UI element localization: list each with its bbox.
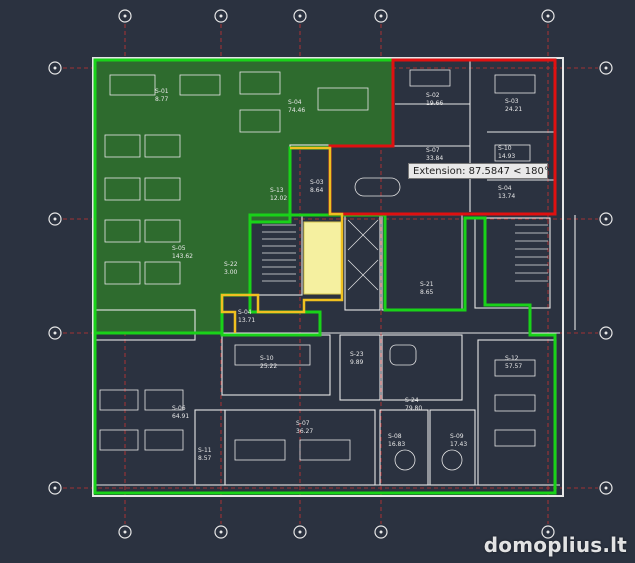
room-label-id: S-13 (270, 187, 284, 194)
selected-area-yellow-fill[interactable] (303, 221, 343, 295)
room-label-id: S-21 (420, 281, 434, 288)
room-label-id: S-04 (238, 309, 252, 316)
room-label-id: S-10 (260, 355, 274, 362)
room-label-area: 8.77 (155, 96, 169, 103)
room-label-id: S-24 (405, 397, 419, 404)
room-label-id: S-10 (498, 145, 512, 152)
yellow-boundary (220, 146, 344, 333)
stairs (262, 219, 548, 291)
grid-bubbles (48, 9, 613, 539)
room-label-area: 8.64 (310, 187, 324, 194)
selected-area-green-fill[interactable] (95, 60, 393, 333)
room-label-id: S-07 (296, 420, 310, 427)
room-label-area: 74.46 (288, 107, 305, 114)
room-label-id: S-06 (172, 405, 186, 412)
room-label-area: 16.83 (388, 441, 405, 448)
room-labels: S-01 8.77 S-02 19.66 S-03 24.21 S-04 74.… (155, 88, 522, 462)
green-boundary-main (93, 213, 557, 495)
room-label-area: 3.00 (224, 269, 238, 276)
room-label-area: 8.65 (420, 289, 434, 296)
room-label-id: S-09 (450, 433, 464, 440)
room-label-area: 33.84 (426, 155, 443, 162)
room-label-id: S-05 (172, 245, 186, 252)
room-label-area: 19.66 (426, 100, 443, 107)
room-label-area: 14.93 (498, 153, 515, 160)
room-label-area: 36.27 (296, 428, 313, 435)
room-label-id: S-02 (426, 92, 440, 99)
room-label-id: S-11 (198, 447, 212, 454)
room-label-id: S-03 (310, 179, 324, 186)
room-label-area: 9.89 (350, 359, 364, 366)
room-label-id: S-22 (224, 261, 238, 268)
room-label-area: 8.57 (198, 455, 212, 462)
room-label-area: 13.74 (498, 193, 515, 200)
room-label-area: 13.71 (238, 317, 255, 324)
room-label-id: S-23 (350, 351, 364, 358)
room-label-area: 17.43 (450, 441, 467, 448)
room-label-id: S-08 (388, 433, 402, 440)
room-label-area: 12.02 (270, 195, 287, 202)
watermark-logo: domoplius.lt (483, 533, 627, 557)
room-label-id: S-04 (498, 185, 512, 192)
room-label-id: S-03 (505, 98, 519, 105)
extension-tooltip: Extension: 87.5847 < 180° (408, 163, 549, 179)
room-label-id: S-04 (288, 99, 302, 106)
room-label-area: 57.57 (505, 363, 522, 370)
room-label-id: S-12 (505, 355, 519, 362)
room-label-id: S-01 (155, 88, 169, 95)
room-label-id: S-07 (426, 147, 440, 154)
room-label-area: 25.22 (260, 363, 277, 370)
room-label-area: 79.80 (405, 405, 422, 412)
room-label-area: 143.62 (172, 253, 193, 260)
building-outline (92, 57, 564, 497)
room-label-area: 24.21 (505, 106, 522, 113)
room-label-area: 64.91 (172, 413, 189, 420)
furniture (99, 69, 536, 471)
